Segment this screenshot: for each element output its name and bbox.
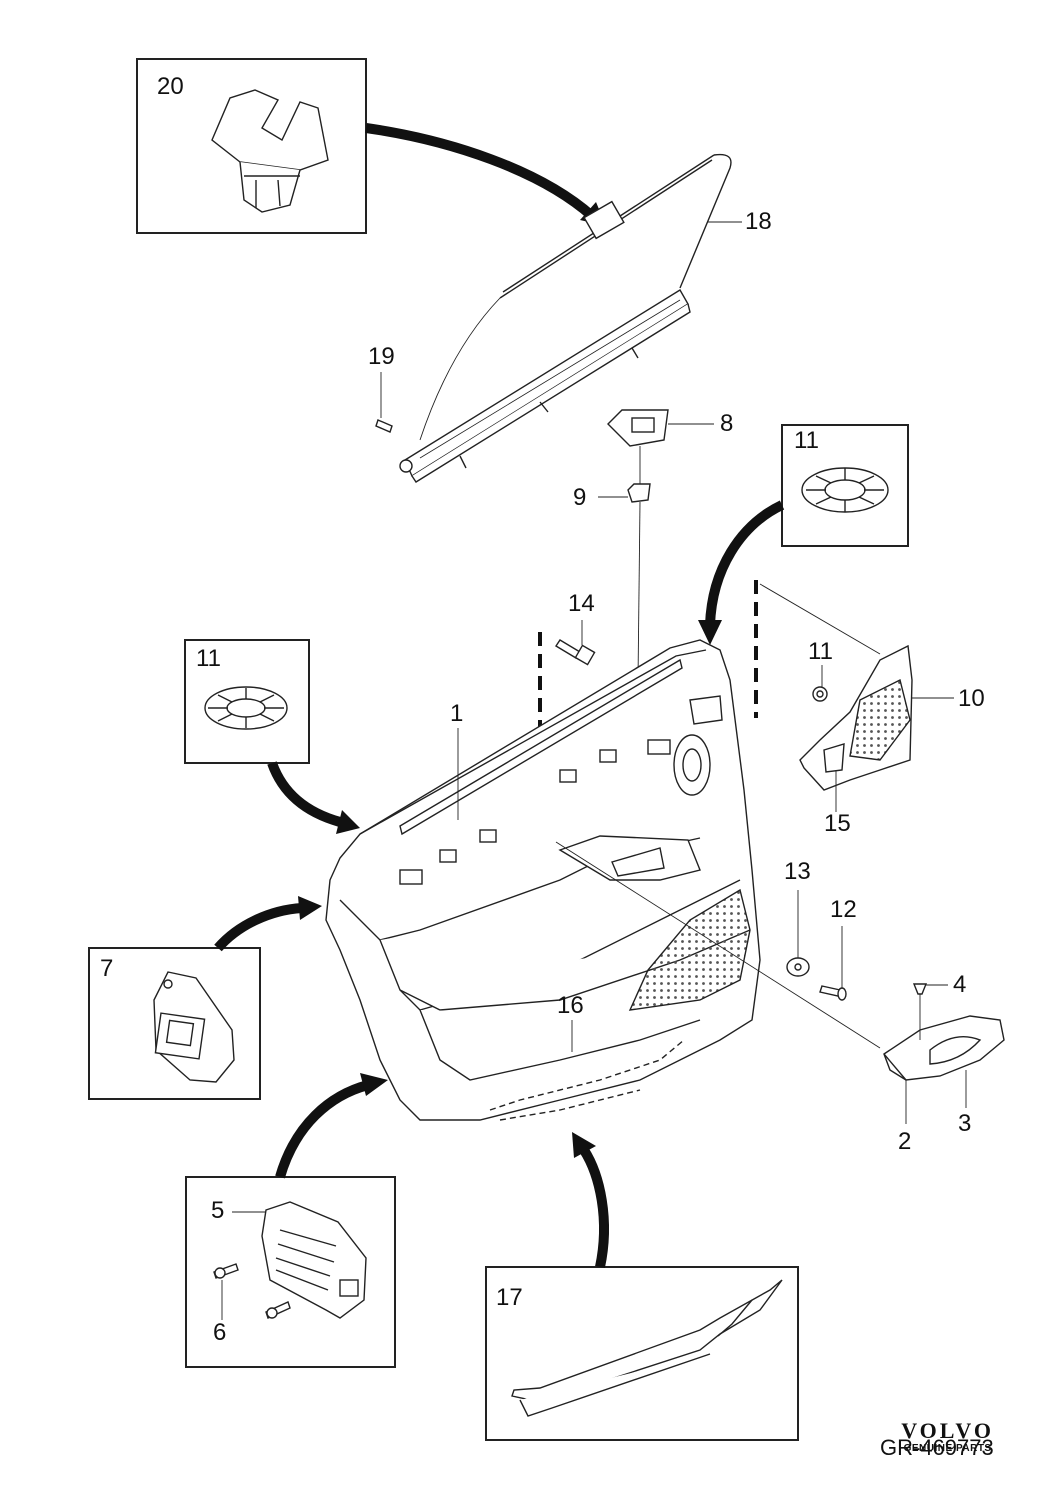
- strip-part-17: [511, 1279, 783, 1417]
- screw-part-12: [819, 985, 847, 1001]
- callout-11-inset-left: 11: [196, 645, 221, 672]
- screw-part-19: [375, 419, 393, 433]
- inset-box-17: [485, 1266, 799, 1441]
- callout-3: 3: [958, 1110, 972, 1137]
- callout-11-inset-right: 11: [794, 427, 819, 454]
- callout-9: 9: [573, 484, 587, 511]
- arrow-11-to-panel-left: [267, 761, 360, 834]
- callout-19: 19: [368, 343, 395, 370]
- washer-inset-left: [204, 686, 288, 730]
- callout-4: 4: [953, 971, 967, 998]
- callout-10: 10: [958, 685, 985, 712]
- inset-box-20: [136, 58, 367, 234]
- screw-part-6b: [265, 1301, 291, 1319]
- reference-number: GR-469773: [880, 1435, 994, 1460]
- inset-box-5-6: [185, 1176, 396, 1368]
- callout-5: 5: [211, 1197, 225, 1224]
- callout-2: 2: [898, 1128, 912, 1155]
- callout-1: 1: [450, 700, 464, 727]
- callout-15: 15: [824, 810, 851, 837]
- switch-part-7: [153, 971, 235, 1083]
- washer-part-13: [786, 957, 810, 977]
- inset-box-11-left: [184, 639, 310, 764]
- clip-part-9: [627, 483, 651, 503]
- arrow-17-to-panel: [572, 1132, 609, 1269]
- callout-18: 18: [745, 208, 772, 235]
- bracket-part-5: [261, 1201, 367, 1319]
- sunshade-part-18: [399, 153, 732, 483]
- callout-8: 8: [720, 410, 734, 437]
- handle-part-2-3: [883, 1015, 1005, 1081]
- callout-16: 16: [557, 992, 584, 1019]
- washer-part-11-small: [812, 686, 828, 702]
- inset-box-7: [88, 947, 261, 1100]
- line-panel-to-handle: [555, 841, 881, 1049]
- callout-11-small: 11: [808, 638, 833, 665]
- callout-6: 6: [213, 1319, 227, 1346]
- callout-7: 7: [100, 955, 114, 982]
- callout-12: 12: [830, 896, 857, 923]
- arrow-20-to-sunshade: [365, 123, 606, 226]
- screw-part-6a: [213, 1263, 239, 1279]
- brand-logo: VOLVO GENUINE PARTS: [901, 1420, 994, 1456]
- trim-part-10: [799, 644, 913, 791]
- arrow-5-to-panel: [275, 1073, 388, 1179]
- brand-subtitle: GENUINE PARTS: [903, 1443, 992, 1454]
- callout-14: 14: [568, 590, 595, 617]
- switch-part-8: [607, 409, 669, 447]
- arrow-11-to-panel-right: [698, 500, 785, 645]
- callout-17: 17: [496, 1284, 523, 1311]
- washer-inset-right: [801, 467, 889, 513]
- brand-name: VOLVO: [901, 1418, 994, 1443]
- callout-20: 20: [157, 73, 184, 100]
- clip-part-4: [912, 983, 928, 995]
- door-panel-part-1: [325, 639, 761, 1121]
- arrow-7-to-panel: [214, 896, 322, 952]
- inset-box-11-right: [781, 424, 909, 547]
- line-dash-to-trim: [759, 583, 881, 655]
- bolt-part-14: [555, 639, 596, 666]
- callout-13: 13: [784, 858, 811, 885]
- clip-part-20: [211, 89, 329, 213]
